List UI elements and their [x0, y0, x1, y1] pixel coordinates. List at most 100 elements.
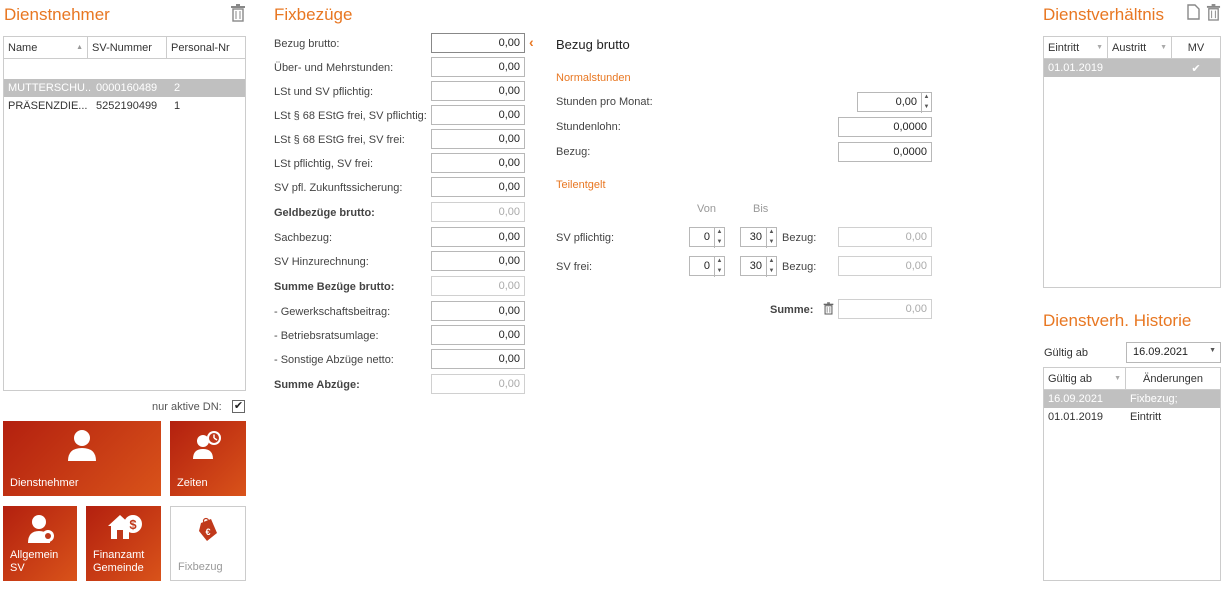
label-stunden-pro-monat: Stunden pro Monat: [556, 96, 653, 108]
spin-up-icon[interactable]: ▲ [716, 229, 723, 235]
gewerkschaftsbeitrag-input[interactable]: 0,00 [431, 301, 525, 321]
spin-down-icon[interactable]: ▼ [768, 239, 775, 245]
column-mv[interactable]: MV [1187, 41, 1205, 54]
label-sv-frei: SV frei: [556, 261, 593, 273]
filter-label: nur aktive DN: [152, 401, 222, 413]
label-summe: Summe: [770, 304, 814, 316]
column-eintritt[interactable]: Eintritt▼ [1044, 37, 1108, 58]
spin-down-icon[interactable]: ▼ [768, 268, 775, 274]
dienstnehmer-tile[interactable]: Dienstnehmer [3, 421, 161, 496]
svg-text:$: $ [129, 517, 137, 532]
sv-frei-von-stepper[interactable]: 0 ▲▼ [689, 256, 725, 277]
von-header: Von [697, 203, 716, 215]
detail-title: Bezug brutto [556, 37, 630, 52]
chevron-left-icon[interactable]: ‹ [529, 34, 534, 50]
column-aenderungen[interactable]: Änderungen [1143, 372, 1203, 385]
betriebsratsumlage-input[interactable]: 0,00 [431, 325, 525, 345]
table-row[interactable]: PRÄSENZDIE... 5252190499 1 [8, 100, 181, 112]
dienstnehmer-grid: Name▲ SV-Nummer Personal-Nr MUTTERSCHU..… [3, 36, 246, 391]
label-sv-hinzurechnung: SV Hinzurechnung: [274, 256, 369, 268]
label-lst-pflichtig-sv-frei: LSt pflichtig, SV frei: [274, 158, 374, 170]
summe-value: 0,00 [838, 299, 932, 319]
bezug-brutto-input[interactable]: 0,00 [431, 33, 525, 53]
column-name[interactable]: Name▲ [4, 37, 88, 58]
fixbezuege-title: Fixbezüge [274, 5, 353, 24]
column-sv-nummer[interactable]: SV-Nummer [88, 37, 167, 58]
label-lst68-frei-sv-pflichtig: LSt § 68 EStG frei, SV pflichtig: [274, 110, 427, 122]
spin-down-icon[interactable]: ▼ [923, 104, 930, 110]
house-money-icon: $ [108, 515, 142, 539]
sv-pflichtig-bis-stepper[interactable]: 30 ▲▼ [740, 227, 777, 248]
nur-aktive-checkbox[interactable]: ✔ [232, 400, 245, 413]
lst68-frei-sv-frei-input[interactable]: 0,00 [431, 129, 525, 149]
dienstverhaeltnis-grid: Eintritt▼ Austritt▼ MV 01.01.2019 ✔ [1043, 36, 1221, 288]
sort-asc-icon: ▲ [76, 44, 83, 51]
lst-sv-pflichtig-input[interactable]: 0,00 [431, 81, 525, 101]
bezug-input[interactable]: 0,0000 [838, 142, 932, 162]
person-clock-icon [193, 431, 221, 459]
stunden-pro-monat-stepper[interactable]: 0,00 ▲▼ [857, 92, 932, 113]
new-document-icon[interactable] [1187, 4, 1200, 23]
label-gewerkschaftsbeitrag: - Gewerkschaftsbeitrag: [274, 306, 391, 318]
bis-header: Bis [753, 203, 769, 215]
label-summe-abzuege: Summe Abzüge: [274, 379, 360, 391]
label-sonstige-abzuege: - Sonstige Abzüge netto: [274, 354, 394, 366]
label-sv-pflichtig: SV pflichtig: [556, 232, 615, 244]
historie-title: Dienstverh. Historie [1043, 311, 1192, 330]
gueltig-ab-select[interactable]: 16.09.2021 ▼ [1126, 342, 1221, 363]
label-bezug: Bezug: [556, 146, 591, 158]
spin-up-icon[interactable]: ▲ [923, 94, 930, 100]
historie-grid: Gültig ab▼ Änderungen 16.09.2021 Fixbezu… [1043, 367, 1221, 581]
table-row[interactable]: MUTTERSCHU... 0000160489 2 [4, 79, 245, 97]
label-bezug-sv-pflichtig: Bezug: [782, 232, 817, 244]
sonstige-abzuege-input[interactable]: 0,00 [431, 349, 525, 369]
sachbezug-input[interactable]: 0,00 [431, 227, 525, 247]
mv-checkbox[interactable]: ✔ [1191, 62, 1201, 75]
lst68-frei-sv-pflichtig-input[interactable]: 0,00 [431, 105, 525, 125]
filter-icon: ▼ [1114, 375, 1121, 382]
sv-zukunftssicherung-input[interactable]: 0,00 [431, 177, 525, 197]
label-lst68-frei-sv-frei: LSt § 68 EStG frei, SV frei: [274, 134, 405, 146]
column-gueltig-ab[interactable]: Gültig ab▼ [1044, 368, 1126, 389]
label-ueber-mehrstunden: Über- und Mehrstunden: [274, 62, 394, 74]
trash-icon[interactable] [1206, 4, 1221, 24]
table-row[interactable]: 01.01.2019 Eintritt [1048, 411, 1162, 423]
lst-pflichtig-sv-frei-input[interactable]: 0,00 [431, 153, 525, 173]
label-lst-sv-pflichtig: LSt und SV pflichtig: [274, 86, 374, 98]
trash-icon[interactable] [230, 4, 246, 22]
spin-up-icon[interactable]: ▲ [716, 258, 723, 264]
label-sachbezug: Sachbezug: [274, 232, 333, 244]
stundenlohn-input[interactable]: 0,0000 [838, 117, 932, 137]
sv-hinzurechnung-input[interactable]: 0,00 [431, 251, 525, 271]
sv-frei-bis-stepper[interactable]: 30 ▲▼ [740, 256, 777, 277]
sv-pflichtig-von-stepper[interactable]: 0 ▲▼ [689, 227, 725, 248]
price-tag-icon: € [199, 517, 217, 541]
person-icon [68, 430, 96, 461]
grid-header: Name▲ SV-Nummer Personal-Nr [4, 37, 245, 59]
label-stundenlohn: Stundenlohn: [556, 121, 621, 133]
geldbezuege-brutto-value: 0,00 [431, 202, 525, 222]
spin-down-icon[interactable]: ▼ [716, 268, 723, 274]
ueber-mehrstunden-input[interactable]: 0,00 [431, 57, 525, 77]
normalstunden-heading: Normalstunden [556, 72, 631, 84]
spin-up-icon[interactable]: ▲ [768, 258, 775, 264]
spin-up-icon[interactable]: ▲ [768, 229, 775, 235]
trash-icon[interactable] [823, 302, 834, 318]
column-austritt[interactable]: Austritt▼ [1108, 37, 1172, 58]
svg-text:€: € [205, 527, 210, 537]
table-row[interactable]: 16.09.2021 Fixbezug; [1044, 390, 1220, 408]
column-personal-nr[interactable]: Personal-Nr [171, 41, 230, 54]
zeiten-tile[interactable]: Zeiten [170, 421, 246, 496]
label-betriebsratsumlage: - Betriebsratsumlage: [274, 330, 379, 342]
summe-abzuege-value: 0,00 [431, 374, 525, 394]
label-sv-zukunftssicherung: SV pfl. Zukunftssicherung: [274, 182, 403, 194]
person-settings-icon [28, 515, 54, 543]
spin-down-icon[interactable]: ▼ [716, 239, 723, 245]
sv-frei-bezug-value: 0,00 [838, 256, 932, 276]
sv-pflichtig-bezug-value: 0,00 [838, 227, 932, 247]
dienstnehmer-title: Dienstnehmer [4, 5, 110, 24]
fixbezug-tile[interactable]: € Fixbezug [170, 506, 246, 581]
table-row[interactable]: 01.01.2019 ✔ [1044, 59, 1220, 77]
